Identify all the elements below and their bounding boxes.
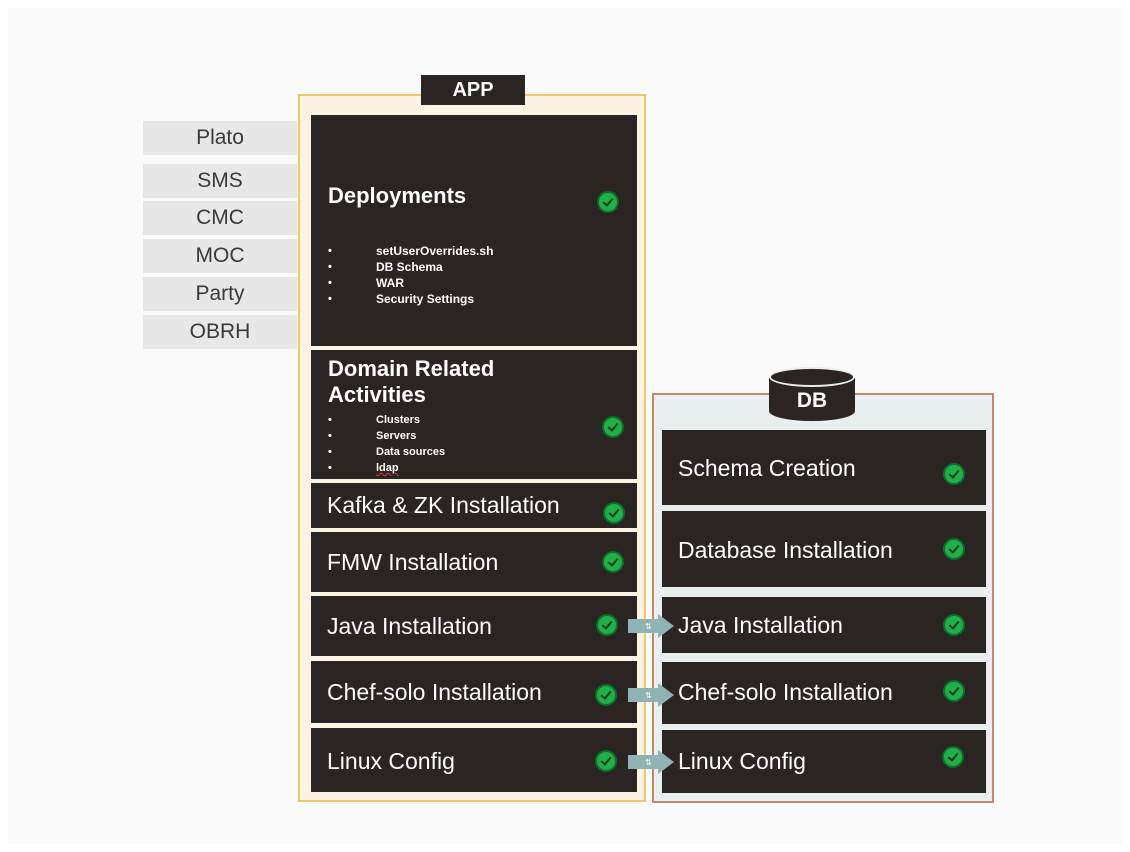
deployments-item: Security Settings [328, 291, 493, 307]
check-circle-icon [602, 416, 624, 438]
check-circle-icon [596, 614, 618, 636]
deployments-item: WAR [328, 275, 493, 291]
right-arrow-icon: ⇅ [628, 683, 674, 707]
domain-list: Clusters Servers Data sources ldap [328, 412, 445, 476]
kafka-zk-label: Kafka & ZK Installation [327, 492, 560, 518]
domain-item: Data sources [328, 444, 445, 460]
domain-item: Clusters [328, 412, 445, 428]
check-circle-icon [602, 551, 624, 573]
domain-item-ldap: ldap [376, 462, 399, 474]
check-circle-icon [943, 463, 965, 485]
domain-item: Servers [328, 428, 445, 444]
fmw-label: FMW Installation [327, 549, 499, 575]
database-installation-block: Database Installation [662, 511, 986, 587]
right-arrow-icon: ⇅ [628, 750, 674, 774]
deployments-title: Deployments [328, 183, 467, 208]
check-circle-icon [943, 680, 965, 702]
app-chef-block: Chef-solo Installation [311, 661, 637, 723]
db-chef-block: Chef-solo Installation [662, 662, 986, 724]
db-java-label: Java Installation [678, 612, 843, 638]
deployments-list: setUserOverrides.sh DB Schema WAR Securi… [328, 243, 493, 307]
deployments-block: Deployments setUserOverrides.sh DB Schem… [311, 115, 637, 346]
database-installation-label: Database Installation [678, 537, 893, 563]
schema-creation-label: Schema Creation [678, 455, 856, 481]
schema-creation-block: Schema Creation [662, 430, 986, 505]
app-list-item-obrh: OBRH [143, 315, 297, 349]
check-circle-icon [597, 191, 619, 213]
check-circle-icon [595, 750, 617, 772]
check-circle-icon [943, 538, 965, 560]
db-cylinder-top [769, 367, 855, 387]
db-cylinder-icon: DB [769, 363, 855, 421]
domain-item: ldap [328, 460, 445, 476]
app-java-block: Java Installation [311, 596, 637, 656]
app-list-item-sms: SMS [143, 164, 297, 198]
check-circle-icon [603, 502, 625, 524]
svg-text:⇅: ⇅ [645, 622, 652, 631]
check-circle-icon [943, 614, 965, 636]
check-circle-icon [942, 746, 964, 768]
svg-text:⇅: ⇅ [645, 758, 652, 767]
domain-activities-block: Domain Related Activities Clusters Serve… [311, 350, 637, 479]
app-chef-label: Chef-solo Installation [327, 679, 542, 705]
kafka-zk-block: Kafka & ZK Installation [311, 483, 637, 528]
db-java-block: Java Installation [662, 597, 986, 653]
db-linux-label: Linux Config [678, 748, 806, 774]
db-linux-block: Linux Config [662, 730, 986, 793]
deployments-item: setUserOverrides.sh [328, 243, 493, 259]
right-arrow-icon: ⇅ [628, 614, 674, 638]
app-list-item-party: Party [143, 277, 297, 311]
app-list-item-plato: Plato [143, 121, 297, 155]
domain-title-line1: Domain Related [328, 356, 495, 381]
fmw-block: FMW Installation [311, 532, 637, 592]
domain-title-line2: Activities [328, 382, 426, 407]
svg-text:⇅: ⇅ [645, 691, 652, 700]
app-java-label: Java Installation [327, 613, 492, 639]
app-linux-block: Linux Config [311, 728, 637, 792]
check-circle-icon [595, 684, 617, 706]
app-linux-label: Linux Config [327, 748, 455, 774]
app-list-item-moc: MOC [143, 239, 297, 273]
domain-title: Domain Related Activities [328, 356, 494, 408]
app-title: APP [421, 75, 525, 105]
deployments-item: DB Schema [328, 259, 493, 275]
db-chef-label: Chef-solo Installation [678, 679, 893, 705]
app-list-item-cmc: CMC [143, 201, 297, 235]
